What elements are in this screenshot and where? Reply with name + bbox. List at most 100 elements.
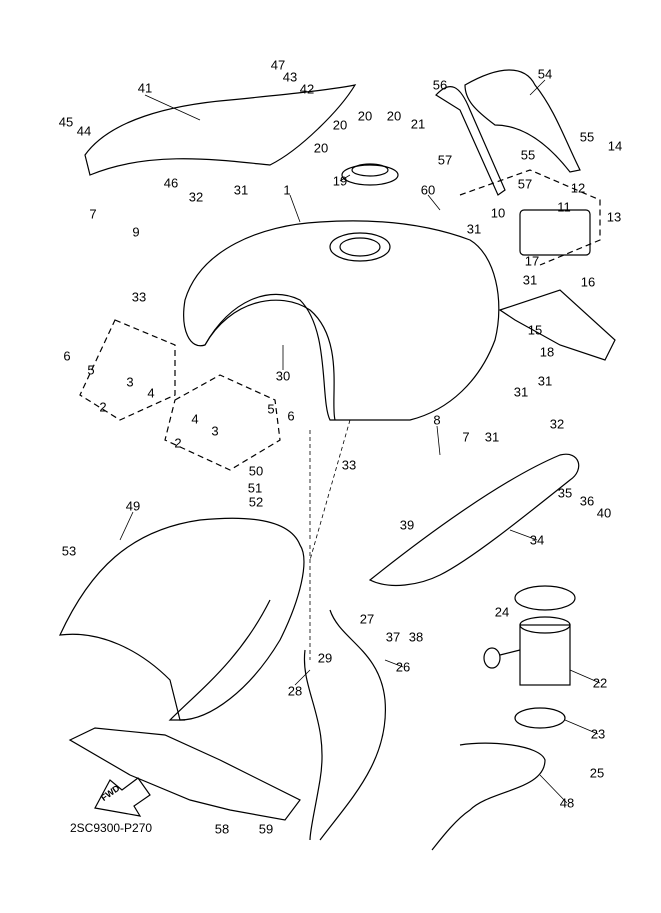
callout-part-53[interactable]: 53 — [61, 543, 77, 559]
side-panel-34 — [368, 453, 580, 586]
callout-part-2[interactable]: 2 — [174, 435, 182, 451]
callout-part-3[interactable]: 3 — [126, 374, 134, 390]
fuel-pump-22 — [519, 624, 571, 686]
callout-part-31[interactable]: 31 — [537, 373, 553, 389]
callout-part-4[interactable]: 4 — [191, 411, 199, 427]
callout-part-28[interactable]: 28 — [287, 683, 303, 699]
callout-part-2[interactable]: 2 — [99, 399, 107, 415]
side-panel-49 — [59, 517, 305, 721]
plate-23 — [514, 707, 566, 729]
callout-part-20[interactable]: 20 — [386, 108, 402, 124]
fuel-tank — [183, 220, 500, 421]
callout-part-4[interactable]: 4 — [147, 385, 155, 401]
callout-part-35[interactable]: 35 — [557, 485, 573, 501]
callout-part-49[interactable]: 49 — [125, 498, 141, 514]
callout-part-54[interactable]: 54 — [537, 66, 553, 82]
callout-part-45[interactable]: 45 — [58, 114, 74, 130]
callout-part-12[interactable]: 12 — [570, 180, 586, 196]
float — [483, 647, 501, 669]
callout-part-31[interactable]: 31 — [484, 429, 500, 445]
callout-part-31[interactable]: 31 — [233, 182, 249, 198]
fuel-cap — [341, 164, 399, 186]
callout-part-8[interactable]: 8 — [433, 412, 441, 428]
bracket-10 — [519, 209, 591, 256]
callout-part-20[interactable]: 20 — [313, 140, 329, 156]
callout-part-17[interactable]: 17 — [524, 253, 540, 269]
callout-part-50[interactable]: 50 — [248, 463, 264, 479]
callout-part-25[interactable]: 25 — [589, 765, 605, 781]
callout-part-57[interactable]: 57 — [437, 152, 453, 168]
callout-part-1[interactable]: 1 — [283, 182, 291, 198]
callout-part-11[interactable]: 11 — [557, 199, 571, 215]
callout-part-37[interactable]: 37 — [385, 629, 401, 645]
callout-part-23[interactable]: 23 — [590, 726, 606, 742]
callout-part-60[interactable]: 60 — [420, 182, 436, 198]
gasket-24 — [514, 585, 576, 611]
filler-neck — [329, 232, 391, 262]
callout-part-41[interactable]: 41 — [137, 80, 153, 96]
callout-part-38[interactable]: 38 — [408, 629, 424, 645]
callout-part-57[interactable]: 57 — [517, 176, 533, 192]
callout-part-31[interactable]: 31 — [513, 384, 529, 400]
callout-part-47[interactable]: 47 — [270, 57, 286, 73]
fuel-hose-48 — [431, 742, 546, 851]
callout-part-52[interactable]: 52 — [248, 494, 264, 510]
callout-part-15[interactable]: 15 — [527, 322, 543, 338]
callout-part-44[interactable]: 44 — [76, 123, 92, 139]
callout-part-16[interactable]: 16 — [580, 274, 596, 290]
callout-part-22[interactable]: 22 — [592, 675, 608, 691]
callout-part-58[interactable]: 58 — [214, 821, 230, 837]
callout-part-5[interactable]: 5 — [267, 401, 275, 417]
callout-part-14[interactable]: 14 — [607, 138, 623, 154]
callout-part-6[interactable]: 6 — [287, 408, 295, 424]
callout-part-32[interactable]: 32 — [188, 189, 204, 205]
fwd-arrow — [94, 777, 151, 817]
callout-part-9[interactable]: 9 — [132, 224, 140, 240]
callout-part-55[interactable]: 55 — [520, 147, 536, 163]
hose-28 — [303, 649, 323, 841]
callout-part-31[interactable]: 31 — [522, 272, 538, 288]
callout-part-5[interactable]: 5 — [87, 362, 95, 378]
callout-part-24[interactable]: 24 — [494, 604, 510, 620]
callout-part-13[interactable]: 13 — [606, 209, 622, 225]
callout-part-27[interactable]: 27 — [359, 611, 375, 627]
callout-part-6[interactable]: 6 — [63, 348, 71, 364]
group-2-right — [164, 374, 281, 471]
callout-part-20[interactable]: 20 — [332, 117, 348, 133]
callout-part-42[interactable]: 42 — [299, 81, 315, 97]
callout-part-18[interactable]: 18 — [539, 344, 555, 360]
callout-part-43[interactable]: 43 — [282, 69, 298, 85]
side-cover-41 — [84, 84, 357, 176]
callout-part-7[interactable]: 7 — [89, 206, 97, 222]
callout-part-20[interactable]: 20 — [357, 108, 373, 124]
callout-part-26[interactable]: 26 — [395, 659, 411, 675]
callout-part-46[interactable]: 46 — [163, 175, 179, 191]
trim-56 — [435, 85, 506, 196]
callout-part-59[interactable]: 59 — [258, 821, 274, 837]
callout-part-32[interactable]: 32 — [549, 416, 565, 432]
callout-part-30[interactable]: 30 — [275, 368, 291, 384]
diagram-code: 2SC9300-P270 — [70, 821, 153, 835]
cover-54 — [464, 69, 581, 173]
callout-part-21[interactable]: 21 — [410, 116, 426, 132]
callout-part-56[interactable]: 56 — [432, 77, 448, 93]
callout-part-33[interactable]: 33 — [341, 457, 357, 473]
callout-part-51[interactable]: 51 — [247, 480, 263, 496]
callout-part-33[interactable]: 33 — [131, 289, 147, 305]
hose-26 — [319, 609, 386, 841]
callout-part-3[interactable]: 3 — [211, 423, 219, 439]
callout-part-48[interactable]: 48 — [559, 795, 575, 811]
callout-part-55[interactable]: 55 — [579, 129, 595, 145]
callout-part-10[interactable]: 10 — [490, 205, 506, 221]
group-2-left — [79, 319, 176, 421]
callout-part-36[interactable]: 36 — [579, 493, 595, 509]
callout-part-31[interactable]: 31 — [466, 221, 482, 237]
callout-part-7[interactable]: 7 — [462, 429, 470, 445]
callout-part-39[interactable]: 39 — [399, 517, 415, 533]
callout-part-40[interactable]: 40 — [596, 505, 612, 521]
callout-part-19[interactable]: 19 — [332, 173, 348, 189]
callout-part-29[interactable]: 29 — [317, 650, 333, 666]
callout-part-34[interactable]: 34 — [529, 532, 545, 548]
